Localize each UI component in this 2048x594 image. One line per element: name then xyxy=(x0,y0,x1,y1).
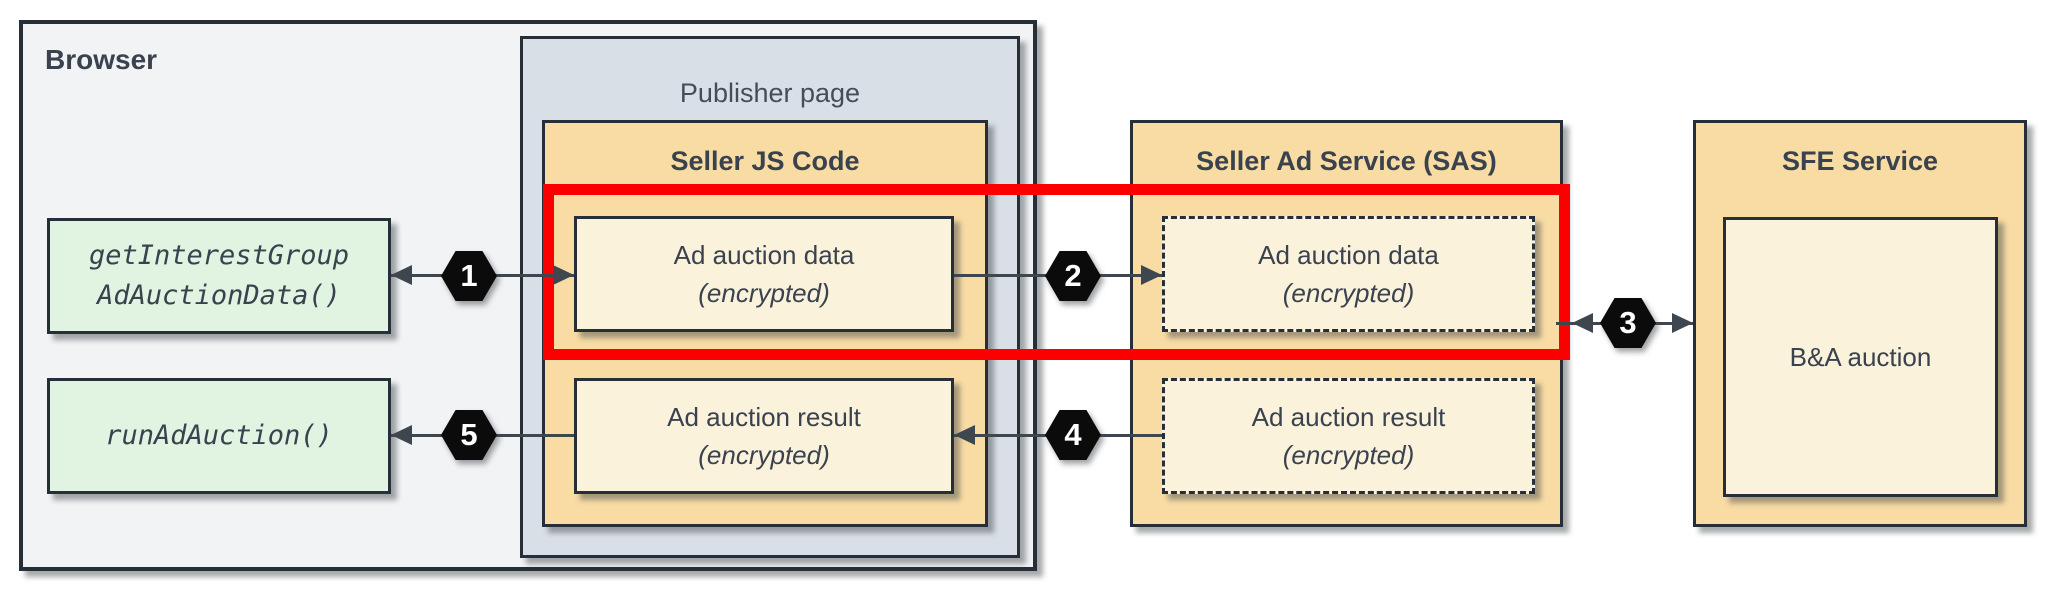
step-4-hexagon-badge: 4 xyxy=(1045,409,1101,461)
code-line: getInterestGroup xyxy=(88,240,350,271)
sfe-service-title: SFE Service xyxy=(1781,146,1939,176)
step-number: 5 xyxy=(441,410,497,460)
browser-label: Browser xyxy=(45,44,158,75)
js-ad-auction-result-box: Ad auction result (encrypted) xyxy=(574,378,954,494)
arrowhead-left-icon xyxy=(391,265,412,285)
box-label: Ad auction result xyxy=(667,402,861,432)
highlight-red-rectangle xyxy=(543,184,1570,360)
step-1-hexagon-badge: 1 xyxy=(441,250,497,302)
js-ad-auction-data-box: Ad auction data (encrypted) xyxy=(574,216,954,332)
box-label: Ad auction data xyxy=(1258,240,1439,270)
arrowhead-left-icon xyxy=(1572,313,1593,333)
box-sublabel: (encrypted) xyxy=(698,278,830,308)
step-2-hexagon-badge: 2 xyxy=(1045,250,1101,302)
box-label: Ad auction result xyxy=(1251,402,1446,432)
arrowhead-left-icon xyxy=(954,425,975,445)
box-sublabel: (encrypted) xyxy=(1282,278,1415,308)
arrowhead-left-icon xyxy=(391,425,412,445)
code-line: AdAuctionData() xyxy=(97,280,341,311)
seller-js-code-title: Seller JS Code xyxy=(670,146,860,176)
box-label: Ad auction data xyxy=(673,240,855,270)
step-3-hexagon-badge: 3 xyxy=(1600,297,1656,349)
step-number: 4 xyxy=(1045,410,1101,460)
box-label: B&A auction xyxy=(1789,342,1932,372)
run-ad-auction-box: runAdAuction() xyxy=(47,378,391,494)
step-number: 2 xyxy=(1045,251,1101,301)
step-5-hexagon-badge: 5 xyxy=(441,409,497,461)
step-number: 3 xyxy=(1600,298,1656,348)
sas-ad-auction-result-box: Ad auction result (encrypted) xyxy=(1162,378,1535,494)
get-interest-group-ad-auction-data-box: getInterestGroup AdAuctionData() xyxy=(47,218,391,334)
arrowhead-right-icon xyxy=(553,265,574,285)
arrowhead-right-icon xyxy=(1141,265,1162,285)
code-line: runAdAuction() xyxy=(105,420,333,451)
publisher-page-label: Publisher page xyxy=(679,78,861,108)
seller-ad-service-title: Seller Ad Service (SAS) xyxy=(1196,146,1497,176)
step-number: 1 xyxy=(441,251,497,301)
arrowhead-right-icon xyxy=(1672,313,1693,333)
ba-auction-box: B&A auction xyxy=(1723,217,1998,497)
box-sublabel: (encrypted) xyxy=(1282,440,1415,470)
sas-ad-auction-data-box: Ad auction data (encrypted) xyxy=(1162,216,1535,332)
box-sublabel: (encrypted) xyxy=(698,440,830,470)
